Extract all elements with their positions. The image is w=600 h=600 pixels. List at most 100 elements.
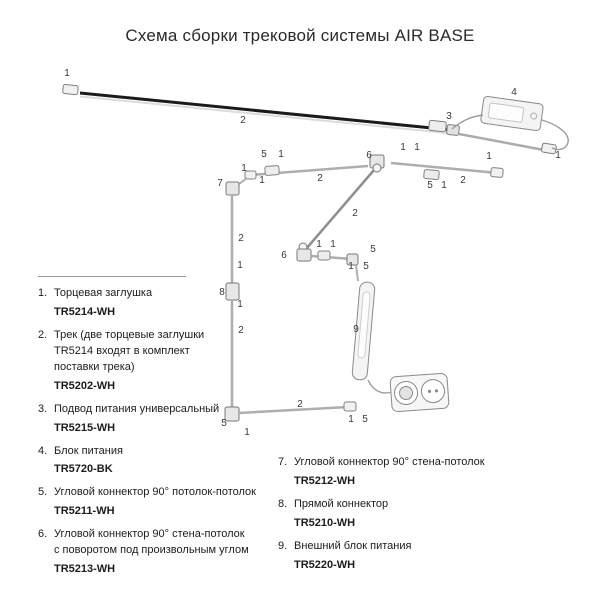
- diagram-drawing: [62, 83, 569, 422]
- legend-item-description: Торцевая заглушка: [54, 287, 153, 299]
- legend-left: 1. Торцевая заглушка TR5214-WH 2. Трек (…: [38, 286, 280, 585]
- diagram-callout: 1: [244, 427, 250, 438]
- diagram-callout: 6: [366, 150, 372, 161]
- legend-item: 5. Угловой коннектор 90° потолок-потолок…: [38, 485, 280, 520]
- power-feed-connector: [428, 119, 460, 136]
- legend-item-product-code: TR5210-WH: [294, 516, 356, 529]
- legend-item-product-code: TR5720-BK: [54, 463, 113, 476]
- legend-item-product-code: TR5211-WH: [54, 505, 115, 518]
- legend-item-description: Блок питания: [54, 444, 123, 457]
- diagram-callout: 1: [237, 260, 243, 271]
- track-right-segment: [458, 132, 557, 155]
- diagonal-track: [305, 169, 375, 250]
- legend-item-body: Блок питания TR5720-BK: [54, 444, 123, 479]
- legend-item-description: Прямой коннектор: [294, 497, 389, 510]
- legend-item-number: 2.: [38, 328, 48, 341]
- branch-left: [234, 164, 369, 188]
- legend-item-body: Прямой коннектор TR5210-WH: [294, 497, 388, 532]
- diagram-callout: 3: [446, 111, 452, 122]
- diagram-callout: 1: [316, 239, 322, 250]
- legend-item-product-code: TR5212-WH: [294, 474, 356, 487]
- diagram-callout: 2: [297, 399, 303, 410]
- legend-item: 1. Торцевая заглушка TR5214-WH: [38, 286, 280, 321]
- diagram-callout: 7: [217, 178, 223, 189]
- diagram-callout: 9: [353, 324, 359, 335]
- diagram-callout: 1: [400, 142, 406, 153]
- legend-item-body: Торцевая заглушка TR5214-WH: [54, 286, 152, 321]
- legend-item-product-code: TR5213-WH: [54, 563, 116, 576]
- swivel-connector-top: [369, 154, 385, 173]
- legend-item-number: 5.: [38, 486, 48, 499]
- diagram-callout: 2: [460, 175, 466, 186]
- legend-item-number: 3.: [38, 402, 48, 415]
- legend-item-body: Подвод питания универсальный TR5215-WH: [54, 402, 219, 437]
- psu-cable-left: [451, 114, 484, 130]
- psu-cable-right: [541, 119, 569, 151]
- diagram-callout: 1: [486, 151, 492, 162]
- legend-item-number: 6.: [38, 528, 48, 541]
- legend-item-number: 7.: [278, 456, 288, 468]
- diagram-callout: 2: [317, 173, 323, 184]
- corner-connector-7: [225, 181, 240, 196]
- diagram-callout: 6: [281, 250, 287, 261]
- wall-outlet: [389, 372, 450, 413]
- external-power-supply: [351, 281, 376, 381]
- diagram-callout: 2: [240, 115, 246, 126]
- wall-track-left: [224, 195, 357, 422]
- diagram-callout: 4: [511, 87, 517, 98]
- legend-item-number: 4.: [38, 444, 48, 457]
- diagram-callout: 5: [427, 180, 433, 191]
- legend-item-product-code: TR5215-WH: [54, 421, 116, 434]
- diagram-callout: 2: [238, 233, 244, 244]
- diagram-callout: 1: [441, 180, 447, 191]
- diagram-callout: 5: [362, 414, 368, 425]
- diagram-callout: 2: [238, 325, 244, 336]
- plug-cable: [367, 379, 393, 394]
- diagram-callout: 1: [237, 299, 243, 310]
- diagram-callout: 5: [363, 261, 369, 272]
- legend-divider: [38, 276, 186, 277]
- diagram-callout: 1: [64, 68, 70, 79]
- legend-item-body: Угловой коннектор 90° стена-потолок TR52…: [294, 455, 485, 490]
- diagram-callout: 8: [219, 287, 225, 298]
- legend-item-description: Подвод питания универсальный: [54, 402, 220, 415]
- legend-item-body: Внешний блок питания TR5220-WH: [294, 539, 411, 574]
- legend-item-product-code: TR5220-WH: [294, 558, 356, 571]
- diagram-callout: 5: [221, 418, 227, 429]
- legend-item-description: Внешний блок питания: [294, 539, 412, 552]
- diagram-callout: 1: [241, 163, 247, 174]
- legend-item-number: 8.: [278, 497, 288, 510]
- legend-item-number: 1.: [38, 287, 48, 299]
- power-supply-unit: [480, 95, 544, 132]
- diagram-callout: 5: [370, 244, 376, 255]
- legend-item-body: Угловой коннектор 90° потолок-потолок TR…: [54, 485, 256, 520]
- branch-right: [390, 161, 504, 181]
- legend-item: 9. Внешний блок питания TR5220-WH: [278, 539, 578, 574]
- main-track: [62, 83, 453, 135]
- legend-item-product-code: TR5202-WH: [54, 379, 116, 392]
- legend-item: 4. Блок питания TR5720-BK: [38, 444, 280, 479]
- diagram-callout: 1: [348, 261, 354, 272]
- diagram-callout: 1: [278, 149, 284, 160]
- diagram-callout: 1: [330, 239, 336, 250]
- swivel-connector-bottom: [296, 242, 312, 262]
- legend-item-product-code: TR5214-WH: [54, 305, 116, 318]
- legend-item: 8. Прямой коннектор TR5210-WH: [278, 497, 578, 532]
- diagram-callout: 1: [414, 142, 420, 153]
- diagram-callout: 1: [259, 175, 265, 186]
- diagram-callout: 2: [352, 208, 358, 219]
- page-title: Схема сборки трековой системы AIR BASE: [125, 26, 475, 45]
- legend-item-number: 9.: [278, 539, 288, 552]
- legend-item: 3. Подвод питания универсальный TR5215-W…: [38, 402, 280, 437]
- legend-item-description: Угловой коннектор 90° стена-потолок: [294, 456, 485, 468]
- diagram-callout: 5: [261, 149, 267, 160]
- legend-item: 7. Угловой коннектор 90° стена-потолок T…: [278, 455, 578, 490]
- diagram-callout: 1: [348, 414, 354, 425]
- legend-item-description: Угловой коннектор 90° потолок-потолок: [54, 486, 256, 499]
